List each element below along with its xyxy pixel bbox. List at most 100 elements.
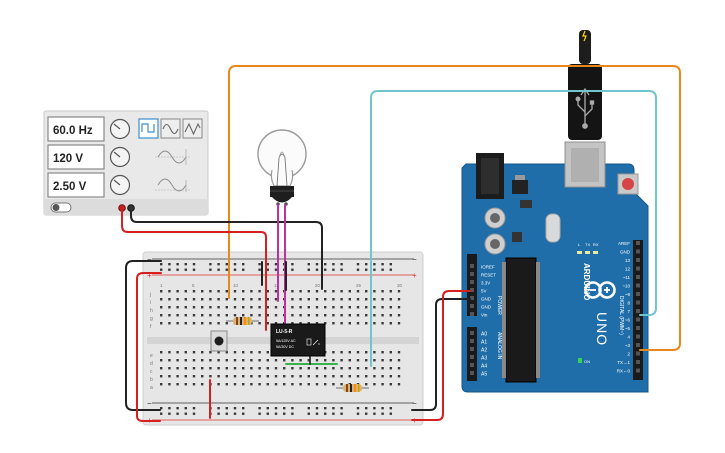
rail-hole[interactable] (315, 412, 319, 415)
breadboard-hole[interactable] (242, 367, 245, 370)
breadboard-hole[interactable] (365, 351, 368, 354)
rail-hole[interactable] (184, 263, 187, 266)
breadboard-hole[interactable] (291, 359, 294, 362)
breadboard-hole[interactable] (242, 359, 245, 362)
breadboard-hole[interactable] (315, 359, 319, 362)
breadboard-hole[interactable] (201, 367, 204, 370)
power-header-pin[interactable] (470, 280, 474, 284)
breadboard-hole[interactable] (184, 314, 187, 317)
wire-black-generator[interactable] (130, 210, 323, 290)
breadboard-hole[interactable] (381, 375, 384, 378)
rail-hole[interactable] (332, 407, 335, 410)
rail-hole[interactable] (168, 412, 171, 415)
breadboard-hole[interactable] (168, 322, 171, 325)
amplitude-knob[interactable] (109, 146, 131, 168)
breadboard-hole[interactable] (381, 290, 384, 293)
rail-hole[interactable] (307, 268, 310, 271)
breadboard-hole[interactable] (397, 290, 401, 293)
rail-hole[interactable] (266, 268, 269, 271)
breadboard-hole[interactable] (283, 375, 286, 378)
breadboard-hole[interactable] (176, 314, 179, 317)
breadboard-hole[interactable] (225, 322, 228, 325)
amplitude-display[interactable] (47, 144, 105, 170)
breadboard-hole[interactable] (258, 367, 261, 370)
breadboard-hole[interactable] (250, 375, 253, 378)
breadboard-hole[interactable] (176, 375, 179, 378)
breadboard-hole[interactable] (217, 375, 220, 378)
rail-hole[interactable] (233, 407, 237, 410)
rail-hole[interactable] (274, 263, 278, 266)
rail-hole[interactable] (381, 412, 384, 415)
rail-hole[interactable] (168, 268, 171, 271)
breadboard-hole[interactable] (201, 359, 204, 362)
breadboard-hole[interactable] (307, 290, 310, 293)
rail-hole[interactable] (176, 263, 179, 266)
frequency-display[interactable] (47, 116, 105, 142)
breadboard-hole[interactable] (389, 367, 392, 370)
breadboard-hole[interactable] (365, 383, 368, 386)
breadboard-hole[interactable] (168, 351, 171, 354)
breadboard-hole[interactable] (291, 306, 294, 309)
breadboard-hole[interactable] (201, 375, 204, 378)
breadboard-hole[interactable] (242, 375, 245, 378)
breadboard-hole[interactable] (348, 306, 351, 309)
breadboard-hole[interactable] (291, 298, 294, 301)
rail-hole[interactable] (324, 263, 327, 266)
breadboard-hole[interactable] (389, 314, 392, 317)
rail-hole[interactable] (176, 407, 179, 410)
rail-hole[interactable] (192, 407, 196, 410)
rail-hole[interactable] (283, 412, 286, 415)
rail-hole[interactable] (291, 268, 294, 271)
rail-hole[interactable] (217, 412, 220, 415)
rail-hole[interactable] (192, 263, 196, 266)
light-bulb[interactable] (257, 129, 307, 206)
rail-hole[interactable] (365, 407, 368, 410)
breadboard-hole[interactable] (209, 351, 212, 354)
breadboard-hole[interactable] (266, 351, 269, 354)
breadboard-hole[interactable] (168, 359, 171, 362)
breadboard-hole[interactable] (397, 298, 401, 301)
breadboard-hole[interactable] (381, 359, 384, 362)
analog-header-pin[interactable] (470, 339, 474, 343)
breadboard-hole[interactable] (192, 306, 196, 309)
rail-hole[interactable] (373, 412, 376, 415)
breadboard-hole[interactable] (184, 375, 187, 378)
breadboard-hole[interactable] (332, 383, 335, 386)
breadboard-hole[interactable] (381, 322, 384, 325)
breadboard-hole[interactable] (217, 322, 220, 325)
analog-header-pins[interactable] (470, 331, 474, 375)
breadboard-hole[interactable] (233, 298, 237, 301)
breadboard-hole[interactable] (184, 306, 187, 309)
breadboard-hole[interactable] (373, 298, 376, 301)
power-header-pin[interactable] (470, 296, 474, 300)
breadboard-hole[interactable] (365, 375, 368, 378)
rail-hole[interactable] (373, 268, 376, 271)
breadboard-hole[interactable] (192, 375, 196, 378)
breadboard-hole[interactable] (332, 351, 335, 354)
breadboard-hole[interactable] (356, 359, 360, 362)
rail-hole[interactable] (176, 412, 179, 415)
breadboard-hole[interactable] (373, 314, 376, 317)
breadboard-hole[interactable] (315, 290, 319, 293)
rail-hole[interactable] (332, 412, 335, 415)
breadboard-hole[interactable] (258, 351, 261, 354)
breadboard-hole[interactable] (373, 359, 376, 362)
breadboard-hole[interactable] (209, 290, 212, 293)
rail-hole[interactable] (225, 412, 228, 415)
breadboard-hole[interactable] (324, 375, 327, 378)
breadboard-hole[interactable] (209, 367, 212, 370)
breadboard-hole[interactable] (365, 359, 368, 362)
frequency-knob[interactable] (109, 118, 131, 140)
breadboard-hole[interactable] (209, 298, 212, 301)
breadboard-hole[interactable] (315, 322, 319, 325)
breadboard-hole[interactable] (184, 351, 187, 354)
breadboard-hole[interactable] (217, 290, 220, 293)
breadboard-hole[interactable] (160, 314, 163, 317)
breadboard-hole[interactable] (340, 359, 343, 362)
wire-cyan[interactable] (370, 90, 657, 367)
breadboard-hole[interactable] (258, 290, 261, 293)
breadboard-hole[interactable] (192, 290, 196, 293)
breadboard-hole[interactable] (315, 314, 319, 317)
breadboard-hole[interactable] (250, 351, 253, 354)
breadboard-hole[interactable] (242, 298, 245, 301)
